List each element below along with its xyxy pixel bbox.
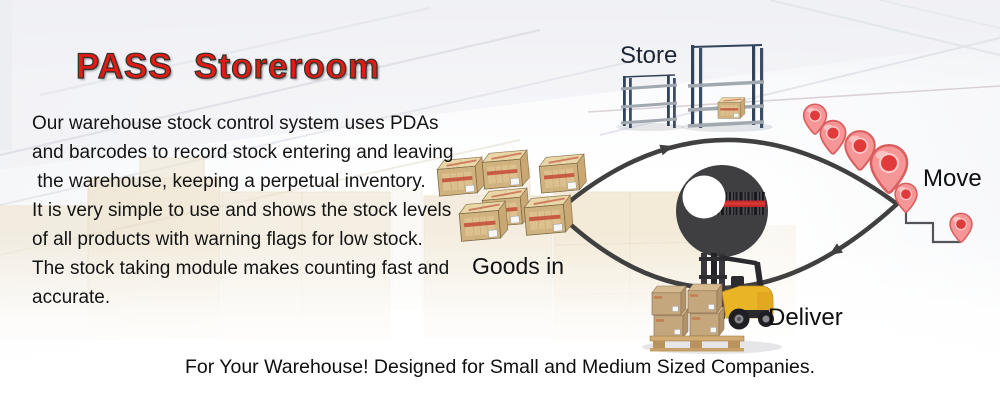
large-rack-icon (687, 44, 765, 128)
pallet-load-icon (649, 283, 745, 352)
bottom-arrowhead-icon (829, 243, 843, 256)
stored-crate-icon (717, 96, 746, 119)
goods-in-stage-label: Goods in (472, 253, 565, 279)
intro-line: and barcodes to record stock entering an… (32, 142, 454, 163)
intro-line: of all products with warning flags for l… (32, 229, 423, 250)
route-step-line (904, 212, 961, 244)
intro-line: The stock taking module makes counting f… (32, 258, 450, 279)
intro-line: Our warehouse stock control system uses … (32, 113, 439, 134)
storage-racks-illustration (616, 44, 773, 132)
move-stage-label: Move (923, 165, 982, 192)
deliver-stage-label: Deliver (768, 304, 843, 331)
footer-tagline: For Your Warehouse! Designed for Small a… (184, 356, 816, 378)
forklift-illustration (642, 253, 782, 354)
location-pin-icon (819, 119, 847, 155)
intro-line: It is very simple to use and shows the s… (32, 200, 452, 221)
move-pins-illustration (802, 103, 973, 244)
location-pin-icon (894, 182, 918, 213)
scanner-lens (682, 175, 726, 219)
intro-line: the warehouse, keeping a perpetual inven… (32, 171, 426, 192)
intro-paragraph: Our warehouse stock control system uses … (32, 109, 492, 312)
store-stage-label: Store (620, 42, 678, 69)
barcode-scanner-illustration (676, 165, 768, 257)
location-pin-icon (949, 212, 973, 243)
page-title: PASS Storeroom (75, 46, 381, 86)
top-arrowhead-icon (659, 144, 674, 156)
intro-line: accurate. (32, 287, 111, 308)
small-rack-icon (620, 74, 678, 128)
